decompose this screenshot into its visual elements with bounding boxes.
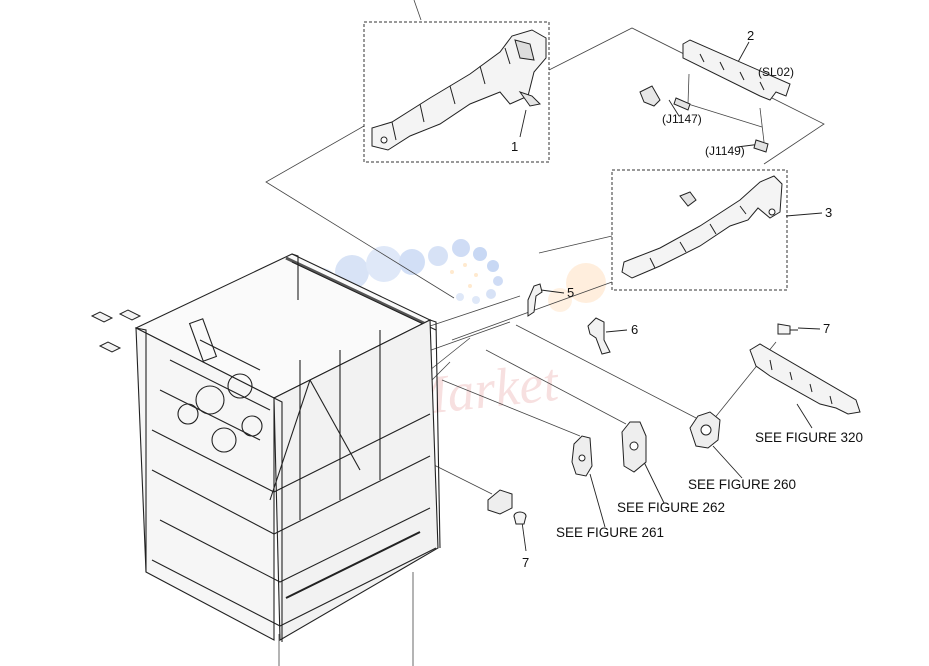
reference-figure-262: SEE FIGURE 262 [617, 500, 726, 515]
callout-5: 5 [567, 285, 575, 300]
hinge-bracket [487, 489, 513, 515]
callout-6: 6 [631, 322, 639, 337]
part-6-bracket [587, 317, 611, 355]
callout-2: 2 [747, 28, 755, 43]
group-box-3 [611, 169, 788, 291]
figure-320-assembly [749, 343, 861, 415]
reference-figure-261: SEE FIGURE 261 [556, 525, 665, 540]
part-3-rail-assembly [621, 175, 783, 279]
group-boxes [363, 21, 788, 291]
part-7-screws [90, 309, 798, 525]
main-frame [134, 253, 441, 642]
part-1-rail-assembly [371, 29, 547, 151]
reference-figure-260: SEE FIGURE 260 [688, 477, 797, 492]
connector-label-j1147: (J1147) [662, 112, 702, 126]
group-box-1 [363, 21, 550, 163]
callout-7-top: 7 [823, 321, 831, 336]
callout-7-bottom: 7 [522, 555, 530, 570]
figure-262-assembly [621, 421, 647, 473]
callout-1: 1 [511, 139, 519, 154]
connector-label-j1149: (J1149) [705, 144, 745, 158]
figure-261-assembly [571, 435, 593, 477]
figure-260-assembly [689, 411, 721, 449]
assembly-lines [265, 0, 825, 666]
part-2-sensor-bracket [639, 39, 791, 153]
part-5-bracket [527, 283, 543, 317]
connector-label-sl02: (SL02) [758, 65, 795, 79]
leader-lines [519, 41, 823, 552]
callout-3: 3 [825, 205, 833, 220]
reference-figure-320: SEE FIGURE 320 [755, 430, 864, 445]
